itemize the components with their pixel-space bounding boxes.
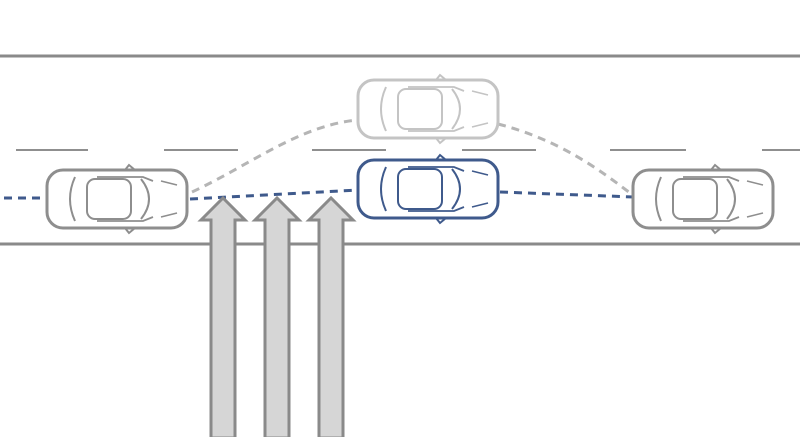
car-ego — [356, 153, 500, 225]
lane-change-path — [191, 118, 635, 198]
car-front — [631, 163, 775, 235]
cross-wind-arrow-3 — [307, 196, 355, 437]
road — [0, 54, 800, 246]
cross-wind-arrow-2 — [253, 196, 301, 437]
car-rear — [45, 163, 189, 235]
ego-straight-path — [4, 188, 635, 201]
car-lane-change-ghost — [356, 73, 500, 145]
cross-wind-arrow-1 — [199, 196, 247, 437]
